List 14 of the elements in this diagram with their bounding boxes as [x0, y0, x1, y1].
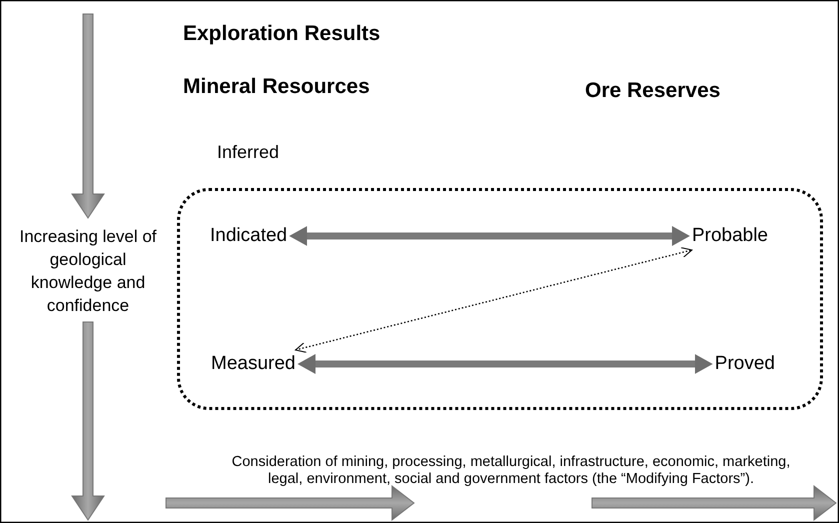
double-arrow	[289, 226, 690, 246]
category-label: Indicated	[210, 222, 288, 250]
category-label: Inferred	[217, 141, 280, 164]
note-text: Consideration of mining, processing, metallurgical, infrastructure, economic, marketing, legal, environment, social and government factors (the “Modifying Factors”).	[230, 454, 792, 488]
heading: Mineral Resources	[183, 74, 371, 100]
category-label: Proved	[714, 350, 775, 378]
axis-label: Increasing level of geological knowledge and confidence	[18, 226, 158, 317]
dotted-double-arrow	[295, 247, 692, 353]
category-label: Probable	[692, 222, 768, 250]
heading: Exploration Results	[183, 21, 382, 47]
dotted-rounded-box	[177, 188, 823, 410]
category-label: Measured	[211, 350, 296, 378]
double-arrow	[298, 354, 713, 374]
heading: Ore Reserves	[585, 78, 722, 104]
